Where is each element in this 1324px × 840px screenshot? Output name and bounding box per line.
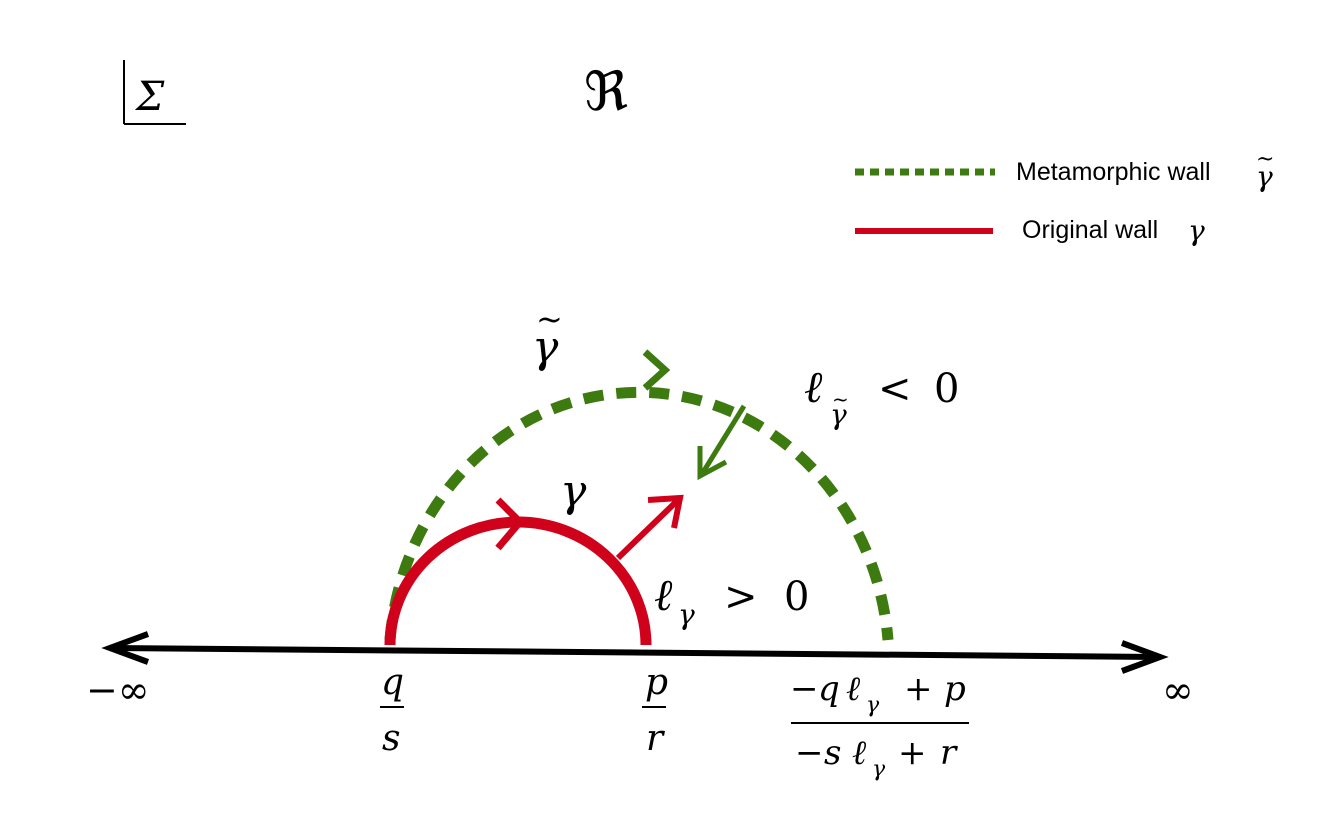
original-normal-arrow-head bbox=[647, 494, 684, 529]
ell-gamma-ell: ℓ bbox=[654, 570, 673, 621]
domain-symbol: ℜ bbox=[584, 60, 628, 123]
image-den-r: r bbox=[940, 733, 958, 773]
ell-gamma-sub: γ bbox=[678, 598, 695, 631]
ell-gamma-condition: ℓ γ > 0 bbox=[654, 570, 809, 631]
ell-gamma-tilde-sub-symbol: γ bbox=[830, 398, 847, 431]
gamma-label: γ bbox=[560, 466, 587, 517]
image-den-ell: ℓ bbox=[852, 733, 866, 773]
gamma-tilde-symbol: γ bbox=[532, 322, 559, 373]
metamorphic-wall-direction-arrow bbox=[642, 349, 671, 391]
image-num-minus: − bbox=[790, 669, 819, 709]
metamorphic-wall bbox=[384, 349, 894, 641]
axis-left-label: −∞ bbox=[86, 668, 150, 712]
original-wall-arc bbox=[384, 516, 652, 646]
corner-sigma-symbol: Σ bbox=[134, 74, 165, 120]
ell-gamma-relation: > bbox=[724, 574, 758, 620]
metamorphic-normal-arrow-shaft bbox=[699, 404, 747, 476]
original-wall bbox=[384, 494, 684, 646]
legend-original-label: Original wall bbox=[1022, 216, 1158, 244]
legend-original-symbol: γ bbox=[1188, 214, 1205, 247]
fraction-s-denominator: s bbox=[382, 718, 400, 759]
image-num-p: p bbox=[944, 669, 966, 709]
corner-sigma-box: Σ bbox=[123, 60, 186, 125]
image-num-plus: + bbox=[904, 669, 933, 709]
axis-right-label: ∞ bbox=[1162, 668, 1194, 712]
ell-gamma-tilde-value: 0 bbox=[934, 366, 959, 412]
real-axis-line bbox=[111, 645, 1159, 660]
ell-gamma-tilde-ell: ℓ bbox=[804, 362, 823, 413]
image-den-plus: + bbox=[898, 733, 927, 773]
gamma-tilde-label: γ ~ bbox=[532, 300, 563, 373]
metamorphic-normal-arrow-head bbox=[697, 446, 728, 481]
axis-right-arrowhead bbox=[1120, 640, 1169, 674]
legend-metamorphic-symbol: γ bbox=[1256, 160, 1273, 193]
ell-gamma-tilde-relation: < bbox=[878, 366, 912, 412]
gamma-tilde-tilde: ~ bbox=[536, 300, 563, 338]
image-den-s: s bbox=[824, 733, 841, 773]
fraction-q-over-s: q s bbox=[380, 662, 404, 759]
fraction-p-over-r: p r bbox=[642, 662, 668, 759]
legend-metamorphic-label: Metamorphic wall bbox=[1016, 158, 1211, 186]
fraction-r-denominator: r bbox=[646, 718, 665, 759]
image-num-ell: ℓ bbox=[846, 669, 860, 709]
axis-left-arrowhead bbox=[101, 631, 150, 665]
legend-metamorphic-tilde: ~ bbox=[1256, 147, 1274, 172]
image-num-q: q bbox=[818, 669, 840, 709]
image-num-sub: γ bbox=[866, 693, 880, 718]
image-den-sub: γ bbox=[872, 757, 886, 782]
original-wall-direction-arrow bbox=[495, 497, 525, 551]
image-den-minus: − bbox=[795, 733, 824, 773]
real-axis bbox=[101, 631, 1169, 674]
fraction-image-point: − q ℓ γ + p − s ℓ γ + r bbox=[790, 669, 969, 782]
legend: Metamorphic wall γ ~ Original wall γ bbox=[855, 147, 1274, 247]
fraction-q-numerator: q bbox=[381, 662, 404, 703]
ell-gamma-tilde-sub-tilde: ~ bbox=[832, 387, 849, 411]
fraction-p-numerator: p bbox=[645, 662, 668, 703]
ell-gamma-value: 0 bbox=[784, 574, 809, 620]
ell-gamma-tilde-condition: ℓ γ ~ < 0 bbox=[804, 362, 959, 431]
original-normal-arrow-shaft bbox=[615, 497, 681, 561]
